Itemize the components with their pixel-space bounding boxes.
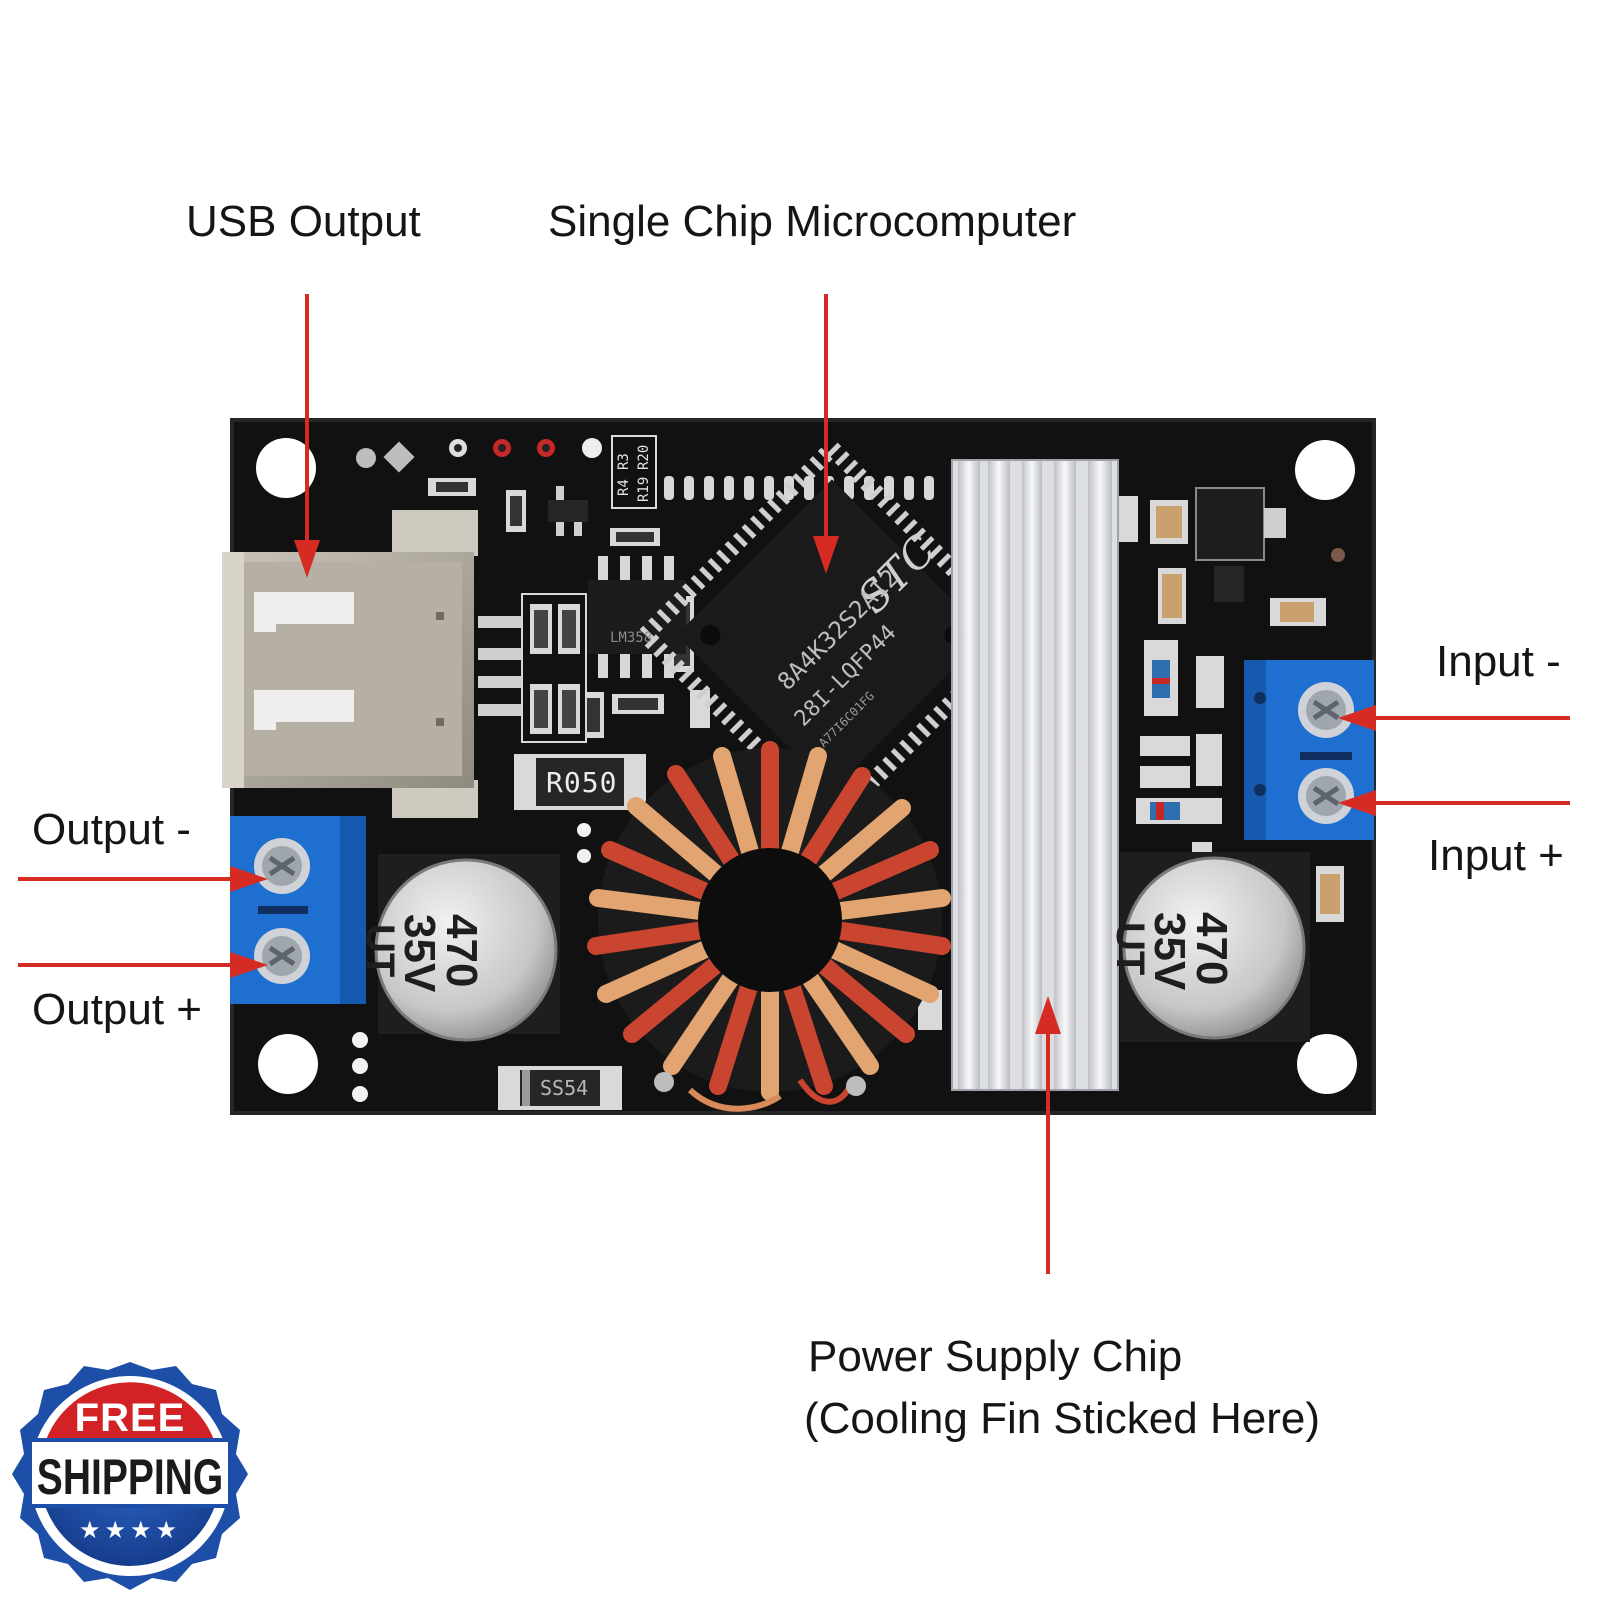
silkscreen-r4: R4 xyxy=(616,479,632,496)
label-usb-output: USB Output xyxy=(186,197,421,246)
cap-left-series: UT xyxy=(358,924,402,978)
input-terminal-block xyxy=(1244,660,1374,840)
capacitor-left xyxy=(374,854,560,1042)
free-shipping-badge xyxy=(12,1362,248,1590)
toroidal-inductor xyxy=(587,741,951,1112)
label-input-plus: Input + xyxy=(1428,831,1564,880)
opamp-chip xyxy=(588,556,686,678)
resistor-array xyxy=(521,593,587,743)
heatsink xyxy=(951,459,1119,1091)
cap-right-series: UT xyxy=(1108,922,1152,976)
shunt-resistor xyxy=(514,754,646,810)
usb-port xyxy=(222,510,478,818)
callout-arrows xyxy=(18,294,1570,1274)
mounting-holes xyxy=(256,438,1357,1094)
silkscreen-r3: R3 xyxy=(616,453,632,470)
test-points xyxy=(352,438,1345,1102)
regulator-chip xyxy=(1195,487,1286,602)
label-output-plus: Output + xyxy=(32,985,203,1034)
mcu-chip xyxy=(634,437,1030,833)
label-power-supply-chip: Power Supply Chip (Cooling Fin Sticked H… xyxy=(804,1326,1320,1451)
badge-main-text: SHIPPING xyxy=(36,1449,224,1505)
silkscreen-r20: R20 xyxy=(636,444,652,470)
label-input-minus: Input - xyxy=(1436,637,1561,686)
schottky-diode xyxy=(498,1066,622,1110)
label-power-supply-chip-line1: Power Supply Chip xyxy=(808,1332,1183,1381)
silkscreen-r19: R19 xyxy=(636,476,652,502)
label-single-chip-microcomputer: Single Chip Microcomputer xyxy=(548,197,1077,246)
badge-stars: ★★★★ xyxy=(78,1516,182,1544)
shunt-resistor-text: R050 xyxy=(546,766,618,799)
output-terminal-block xyxy=(230,816,366,1004)
opamp-marking-text: LM358 xyxy=(610,630,653,646)
label-output-minus: Output - xyxy=(32,805,191,854)
badge-top-text: FREE xyxy=(74,1396,186,1440)
label-power-supply-chip-line2: (Cooling Fin Sticked Here) xyxy=(804,1394,1320,1444)
capacitor-right xyxy=(1120,852,1310,1042)
diode-text: SS54 xyxy=(540,1076,589,1100)
